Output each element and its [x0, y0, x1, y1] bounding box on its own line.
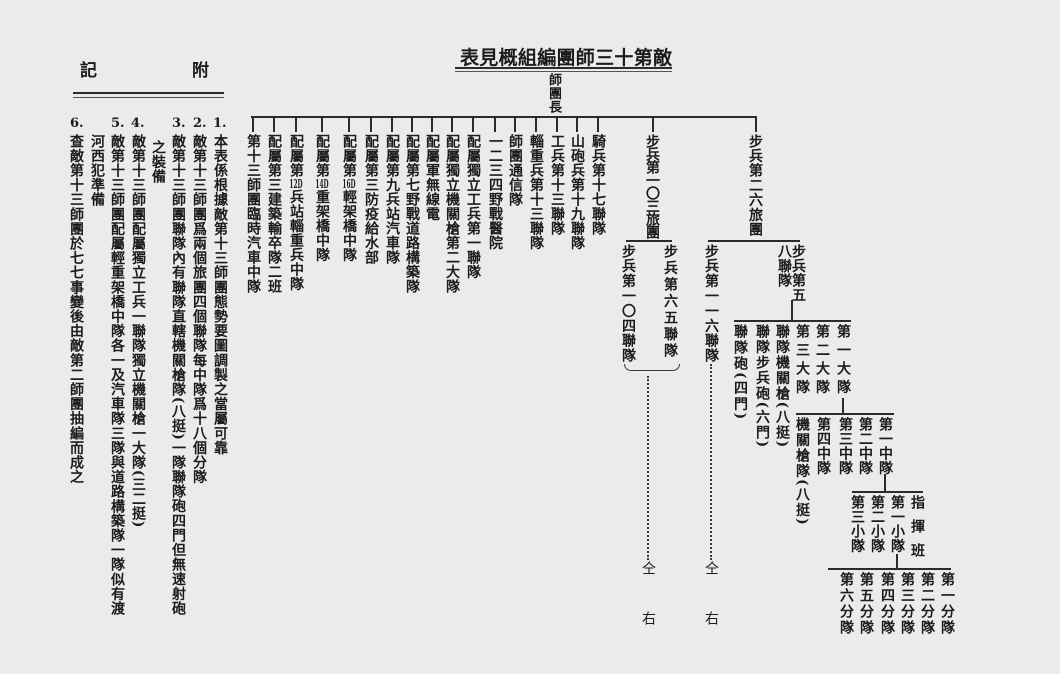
unit-attached-light-bridge-16d: 配屬第16D輕架橋中隊: [341, 134, 357, 262]
company-3: 第三中隊: [837, 417, 853, 475]
unit-attached-heavy-bridge-14d: 配屬第14D重架橋中隊: [314, 134, 330, 262]
title-underline: [455, 67, 672, 69]
company-4: 第四中隊: [815, 417, 831, 475]
platoon-2: 第二小隊: [869, 495, 885, 553]
platoon-1-stem: [896, 554, 898, 568]
note-text: 敵第十三師團配屬輕重架橋中隊各一及汽車隊三隊與道路構築隊一隊似有渡: [109, 134, 125, 616]
unit-attached-construction-labor-3: 配屬第三建築輸卒隊二班: [266, 134, 282, 294]
unit-cavalry-17: 騎兵第十七聯隊: [590, 134, 606, 236]
squad-4: 第四分隊: [879, 572, 895, 636]
chart-title: 敵第十三師團編組概見表: [460, 47, 673, 69]
dotted-leader-103: [647, 376, 649, 560]
dotted-leader-116: [710, 364, 712, 560]
brigade-26: 步兵第二六旅團: [747, 134, 763, 237]
notes-title-char-2: 記: [80, 61, 97, 81]
unit-attached-water-purification-3: 配屬第三防疫給水部: [363, 134, 379, 265]
battalion-1: 第一大隊: [835, 324, 851, 398]
note-text: 本表係根據敵第十三師團態勢要圖調製之當屬可靠: [212, 134, 228, 456]
regiment-104: 步兵第一〇四聯隊: [620, 244, 636, 364]
company-1-branch-line: [852, 491, 923, 493]
regimental-infantry-guns: 聯隊步兵砲(六門): [754, 324, 770, 449]
brigade-103-branch-line: [626, 240, 672, 242]
note-text: 敵第十三師團聯隊內有聯隊直轄機關槍隊(八挺)一隊聯隊砲四門但無速射砲: [170, 134, 186, 616]
regiment-116: 步兵第一一六聯隊: [703, 244, 719, 364]
unit-label-code: 16D: [342, 177, 356, 190]
note-number: 3.: [172, 116, 186, 131]
unit-label-prefix: 配屬第: [288, 134, 304, 178]
platoon-3: 第三小隊: [849, 495, 865, 553]
division-branch-line: [251, 116, 757, 118]
unit-label-suffix: 輕架橋中隊: [341, 189, 357, 263]
unit-temporary-motor-company: 第十三師團臨時汽車中隊: [245, 134, 261, 294]
note-number: 1.: [213, 116, 227, 131]
unit-label-suffix: 兵站輜重兵中隊: [288, 189, 304, 292]
regiment-65: 步兵第六五聯隊: [662, 244, 678, 360]
unit-attached-radio: 配屬軍無線電: [424, 134, 440, 221]
unit-attached-independent-engineer-1: 配屬獨立工兵第一聯隊: [465, 134, 481, 279]
squad-5: 第五分隊: [858, 572, 874, 636]
same-as-right-note: 仝右: [640, 561, 656, 661]
unit-attached-supply-transport-12d: 配屬第12D兵站輜重兵中隊: [288, 134, 304, 291]
unit-attached-road-construction-7: 配屬第七野戰道路構築隊: [404, 134, 420, 294]
company-1-stem: [884, 474, 886, 491]
unit-label-prefix: 配屬第: [314, 134, 330, 178]
note-number: 4.: [131, 116, 145, 131]
unit-signal: 師團通信隊: [507, 134, 523, 207]
note-text: 敵第十三師團爲兩個旅團四個聯隊每中隊爲十八個分隊: [191, 134, 207, 485]
notes-title-char-1: 附: [192, 61, 209, 81]
title-underline-thin: [455, 71, 672, 72]
note-text-continued: 河西犯準備: [89, 134, 105, 207]
division-commander: 師團長: [546, 73, 561, 114]
unit-attached-independent-mg-2: 配屬獨立機關槍第二大隊: [444, 134, 460, 294]
battalion-1-branch-line: [796, 413, 894, 415]
note-text: 敵第十三師團配屬獨立工兵一聯隊獨立機關槍一大隊(三二挺): [130, 134, 146, 529]
note-number: 2.: [193, 116, 207, 131]
machine-gun-company: 機關槍隊(八挺): [794, 417, 810, 527]
regimental-machine-guns: 聯隊機關槍(八挺): [774, 324, 790, 449]
unit-transport-13: 輜重兵第十三聯隊: [528, 134, 544, 250]
brigade-103: 步兵第一〇三旅團: [644, 134, 660, 238]
note-number: 6.: [70, 116, 84, 131]
unit-label-code: 14D: [315, 177, 329, 190]
unit-field-hospitals: 一二三四野戰醫院: [487, 134, 503, 250]
platoon-1: 第一小隊: [889, 495, 905, 553]
unit-label-code: 12D: [289, 177, 303, 190]
regiment-58-stem: [791, 300, 793, 320]
note-text-continued: 之裝備: [150, 140, 166, 184]
unit-engineer-13: 工兵第十三聯隊: [549, 134, 565, 236]
battalion-2: 第二大隊: [814, 324, 830, 398]
squad-3: 第三分隊: [899, 572, 915, 636]
regiment-58: 步兵第五八聯隊: [776, 244, 806, 302]
unit-label-suffix: 重架橋中隊: [314, 189, 330, 263]
same-as-right-note: 仝右: [703, 561, 719, 661]
battalion-3: 第三大隊: [794, 324, 810, 398]
notes-title-rule-thin: [73, 97, 224, 98]
company-1: 第一中隊: [877, 417, 893, 475]
squad-2: 第二分隊: [919, 572, 935, 636]
note-number: 5.: [111, 116, 125, 131]
regiments-brace: [624, 364, 680, 371]
regimental-artillery: 聯隊砲(四門): [732, 324, 748, 422]
note-text: 查敵第十三師團於七七事變後由敵第二師團抽編而成之: [68, 134, 84, 485]
notes-title-rule: [73, 92, 224, 94]
regiment-58-branch-line: [734, 320, 851, 322]
squad-6: 第六分隊: [838, 572, 854, 636]
unit-attached-motor-transport-9: 配屬第九兵站汽車隊: [384, 134, 400, 265]
platoon-1-branch-line: [828, 568, 951, 570]
unit-label-prefix: 配屬第: [341, 134, 357, 178]
company-2: 第二中隊: [857, 417, 873, 475]
unit-mountain-artillery-19: 山砲兵第十九聯隊: [569, 134, 585, 250]
battalion-1-stem: [842, 398, 844, 413]
command-squad: 指揮班: [909, 495, 925, 567]
brigade-26-branch-line: [708, 240, 800, 242]
squad-1: 第一分隊: [939, 572, 955, 636]
